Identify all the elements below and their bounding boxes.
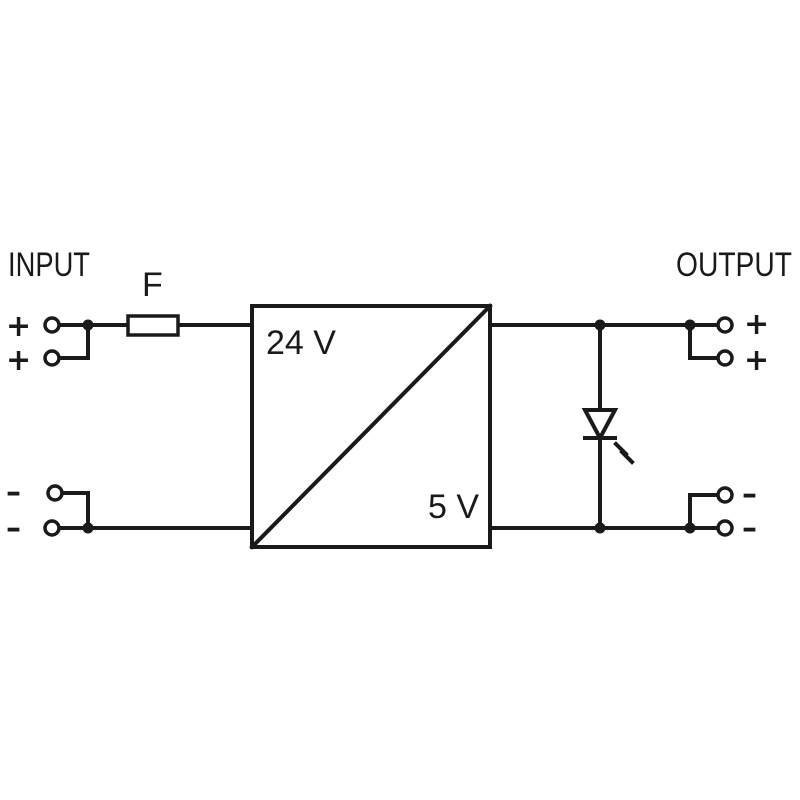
converter-input-voltage: 24 V bbox=[266, 324, 336, 362]
output-terminal-4[interactable] bbox=[716, 519, 734, 537]
fuse-symbol bbox=[126, 314, 180, 337]
input-terminal-1-sign: + bbox=[6, 309, 31, 344]
output-junction-top bbox=[684, 319, 696, 331]
input-terminal-4[interactable] bbox=[43, 519, 61, 537]
input-terminal-4-sign: – bbox=[6, 511, 21, 546]
input-label: INPUT bbox=[8, 246, 90, 284]
output-terminal-1-sign: + bbox=[744, 307, 769, 342]
output-terminal-4-sign: – bbox=[742, 511, 757, 546]
dc-dc-converter-block bbox=[249, 303, 493, 550]
input-terminal-2[interactable] bbox=[43, 349, 61, 367]
input-wiring bbox=[56, 323, 254, 530]
output-terminal-2[interactable] bbox=[716, 349, 734, 367]
converter-output-voltage: 5 V bbox=[428, 488, 479, 526]
output-junction-led-bottom bbox=[594, 522, 606, 534]
output-terminal-2-sign: + bbox=[744, 343, 769, 378]
fuse-label: F bbox=[142, 266, 163, 304]
led-indicator-icon bbox=[581, 408, 635, 465]
output-terminal-3-sign: – bbox=[742, 477, 757, 512]
input-terminal-3[interactable] bbox=[46, 484, 64, 502]
output-junction-led-top bbox=[594, 319, 606, 331]
output-terminal-3[interactable] bbox=[716, 486, 734, 504]
output-junction-bottom bbox=[684, 522, 696, 534]
input-terminal-2-sign: + bbox=[6, 343, 31, 378]
input-terminal-1[interactable] bbox=[43, 316, 61, 334]
input-junction-bottom bbox=[82, 522, 94, 534]
output-label: OUTPUT bbox=[676, 246, 792, 284]
input-junction-top bbox=[82, 319, 94, 331]
input-terminal-3-sign: – bbox=[6, 475, 21, 510]
output-terminal-1[interactable] bbox=[716, 316, 734, 334]
